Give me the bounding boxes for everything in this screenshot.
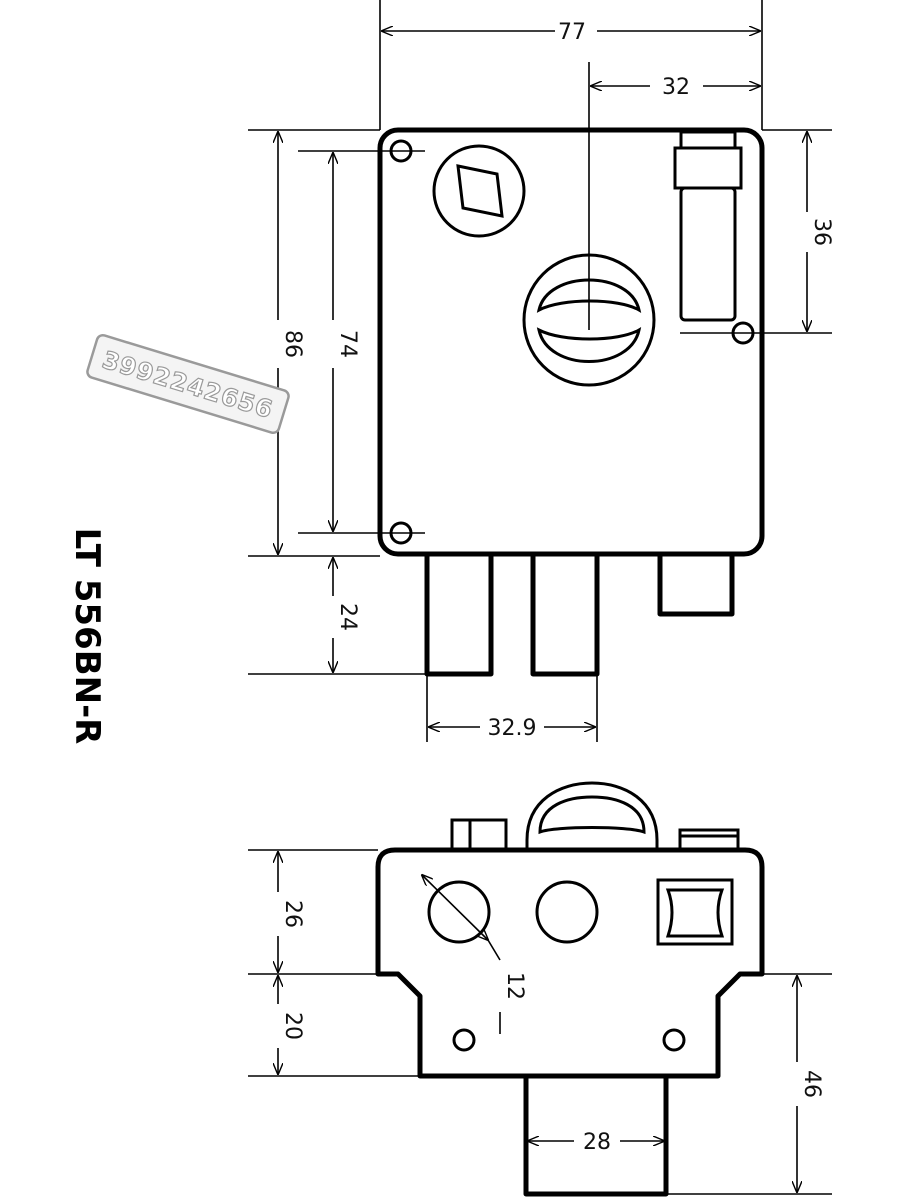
bottom-view-left-tab bbox=[450, 818, 508, 852]
bottom-view: 12 26 20 46 28 bbox=[248, 781, 832, 1197]
dim-24: 24 bbox=[335, 603, 360, 631]
side-connector-top bbox=[679, 130, 737, 150]
dim-74: 74 bbox=[335, 330, 360, 358]
watermark: 3992242656 bbox=[86, 333, 290, 435]
bottom-view-right-tab bbox=[678, 828, 740, 852]
bottom-view-small-hole-left bbox=[452, 1028, 476, 1052]
dim-20: 20 bbox=[280, 1012, 305, 1040]
bottom-view-body bbox=[375, 847, 765, 1079]
bottom-view-knob bbox=[525, 781, 659, 850]
dim-77: 77 bbox=[558, 20, 586, 45]
dim-12: 12 bbox=[502, 972, 527, 1000]
dim-26: 26 bbox=[280, 900, 305, 928]
bottom-view-knob-slot bbox=[538, 795, 646, 835]
bottom-view-shaft bbox=[523, 1073, 669, 1197]
bottom-view-small-hole-right bbox=[662, 1028, 686, 1052]
top-view-body bbox=[377, 127, 765, 557]
side-connector-cap bbox=[673, 146, 743, 190]
round-knob-lower-slot bbox=[536, 327, 642, 363]
dim-46: 46 bbox=[799, 1070, 824, 1098]
model-title: LT 556BN-R bbox=[67, 528, 107, 745]
dim-32: 32 bbox=[662, 75, 690, 100]
dim-36: 36 bbox=[809, 218, 834, 246]
top-view: 77 32 36 86 74 24 32.9 bbox=[248, 0, 834, 742]
bottom-view-hole bbox=[535, 880, 599, 944]
dim-28: 28 bbox=[583, 1130, 611, 1155]
diamond-icon bbox=[456, 164, 504, 218]
round-knob-upper-slot bbox=[536, 278, 642, 313]
dim-86: 86 bbox=[280, 330, 305, 358]
side-connector bbox=[679, 186, 737, 322]
pin-middle bbox=[530, 551, 600, 677]
pin-right bbox=[657, 551, 735, 617]
diamond-knob bbox=[432, 144, 526, 238]
dim-32-9: 32.9 bbox=[488, 716, 537, 741]
bottom-view-connector bbox=[656, 878, 734, 946]
pin-left bbox=[424, 551, 494, 677]
